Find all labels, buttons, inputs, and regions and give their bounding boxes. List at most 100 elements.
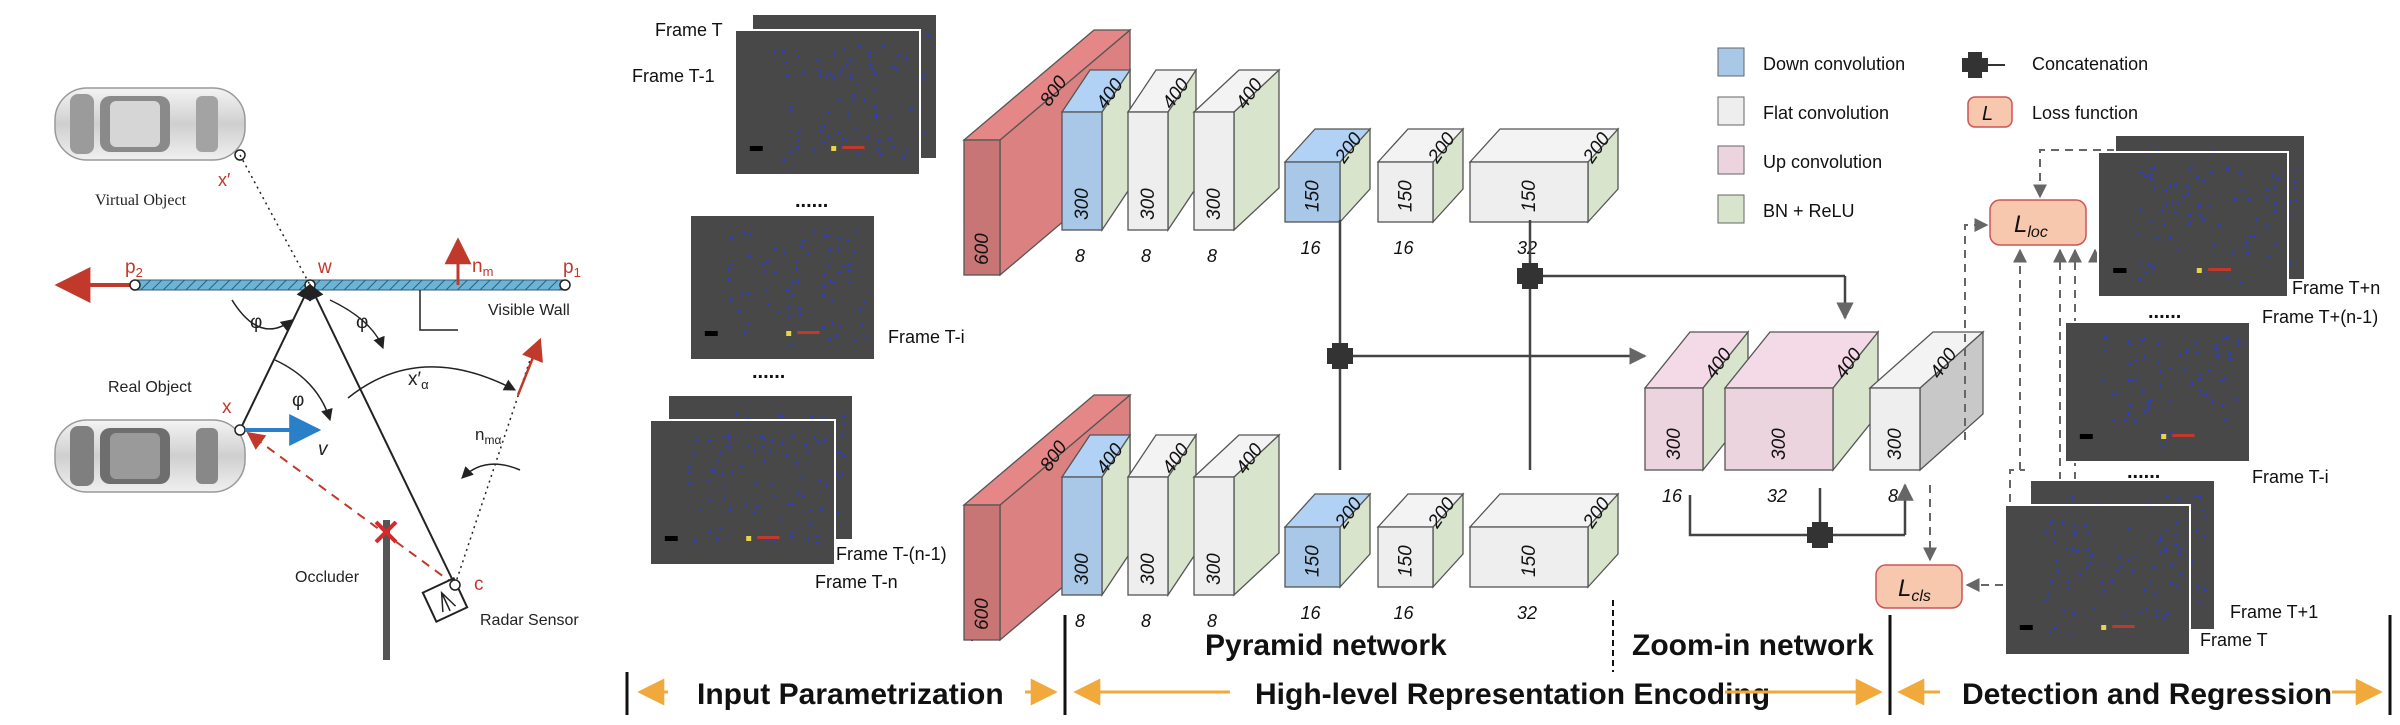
loss-cls-label: Lcls [1898, 575, 1931, 605]
out-frame-t-label: Frame T [2200, 630, 2268, 650]
encoding-section-label: High-level Representation Encoding [1255, 678, 1770, 711]
frame-thumb-ti [689, 214, 876, 361]
zoom-block-3-front [1869, 387, 1921, 471]
loss-loc-label: Lloc [2014, 211, 2048, 241]
real-ray [239, 283, 311, 431]
v-label: v [318, 439, 329, 460]
out-frame-thumb-tn1 [2097, 151, 2289, 298]
bottom-block-4-front [1193, 476, 1235, 596]
top-block-7-channel-label: 32 [1517, 238, 1537, 258]
legend-down-label: Down convolution [1763, 54, 1905, 74]
pyramid-label: Pyramid network [1205, 629, 1447, 662]
p1-label: p1 [563, 257, 581, 280]
bottom-block-2-height-label: 300 [1072, 553, 1093, 585]
nm-alpha-label: nmα [475, 425, 501, 447]
concat-icon-2 [1517, 263, 1543, 289]
bottom-block-6-channel-label: 16 [1393, 603, 1414, 623]
visible-wall-label: Visible Wall [488, 302, 570, 319]
bottom-block-3-channel-label: 8 [1141, 611, 1151, 631]
zoom-block-1-channel-label: 16 [1662, 486, 1683, 506]
loss-cls-box: Lcls [1875, 564, 1963, 609]
top-block-2-front [1061, 111, 1103, 231]
frame-thumb-tn [649, 419, 836, 566]
legend-flat-swatch [1717, 96, 1745, 126]
zoom-block-2-front [1724, 387, 1834, 471]
angle-arc-4 [347, 366, 517, 399]
top-block-2-height-label: 300 [1072, 188, 1093, 220]
network-blocks: 8006004003008400300840030082001501620015… [962, 28, 1985, 642]
visible-wall [134, 279, 566, 291]
p1-point [559, 279, 571, 291]
c-label: c [474, 574, 484, 595]
frame-t1-label: Frame T-1 [632, 66, 715, 86]
top-block-1-front [963, 139, 1001, 276]
w-label: w [317, 257, 332, 278]
zoom-block-1-front [1644, 387, 1704, 471]
direct-path [246, 431, 456, 586]
dots-2: ...... [752, 361, 785, 383]
top-block-1-height-label: 600 [972, 233, 993, 265]
legend: Down convolution Flat convolution Up con… [1717, 47, 2148, 224]
top-block-4-front [1193, 111, 1235, 231]
angle-arc-3 [274, 359, 333, 422]
p2-label: p2 [125, 257, 143, 280]
legend-bn-swatch [1717, 194, 1745, 224]
bottom-block-5-height-label: 150 [1303, 545, 1324, 577]
top-block-7-height-label: 150 [1519, 180, 1540, 212]
bottom-block-3-front [1127, 476, 1169, 596]
blocked-x-icon [374, 520, 398, 544]
frame-tn-label: Frame T-n [815, 572, 898, 592]
bottom-block-4-channel-label: 8 [1207, 611, 1217, 631]
dots-1: ...... [795, 190, 828, 212]
sensor-ray [309, 283, 456, 586]
frame-thumb-t1 [734, 29, 921, 176]
frame-ti-label: Frame T-i [888, 327, 965, 347]
out-frame-ti-label: Frame T-i [2252, 467, 2329, 487]
real-car-icon [54, 419, 246, 493]
virtual-ray [239, 154, 311, 286]
angle-arc-1 [231, 299, 293, 332]
nm-alpha-arrow [516, 337, 543, 396]
network-connectors [1338, 220, 1914, 537]
bottom-block-6-height-label: 150 [1396, 545, 1417, 577]
p2-point [129, 279, 141, 291]
real-point [234, 424, 246, 436]
legend-up-swatch [1717, 145, 1745, 175]
concat-icon-1 [1327, 343, 1353, 369]
top-block-5-channel-label: 16 [1300, 238, 1321, 258]
phi-label-3: φ [292, 390, 304, 411]
bottom-block-4-height-label: 300 [1204, 553, 1225, 585]
top-block-5-height-label: 150 [1303, 180, 1324, 212]
zoom-block-3-channel-label: 8 [1888, 486, 1898, 506]
phi-label-1: φ [250, 312, 262, 333]
x-alpha-label: x′α [408, 369, 429, 392]
zoom-block-3-height-label: 300 [1885, 428, 1906, 460]
top-block-3-front [1127, 111, 1169, 231]
legend-loss-label: Loss function [2032, 103, 2138, 123]
out-frame-tn-label: Frame T+n [2292, 278, 2380, 298]
out-dots-1: ...... [2148, 301, 2181, 323]
top-block-6-height-label: 150 [1396, 180, 1417, 212]
top-block-4-channel-label: 8 [1207, 246, 1217, 266]
nm-label: nm [472, 256, 493, 279]
x-prime-label: x′ [218, 170, 231, 190]
top-block-7-front [1469, 161, 1589, 223]
frame-t-label: Frame T [655, 20, 723, 40]
top-block-3-height-label: 300 [1138, 188, 1159, 220]
virtual-object-label: Virtual Object [95, 192, 187, 209]
radar-sensor-label: Radar Sensor [480, 612, 579, 629]
angle-arc-5 [461, 463, 521, 479]
bottom-block-2-front [1061, 476, 1103, 596]
detection-section-label: Detection and Regression [1962, 678, 2332, 711]
bottom-block-7-front [1469, 526, 1589, 588]
top-block-2-channel-label: 8 [1075, 246, 1085, 266]
